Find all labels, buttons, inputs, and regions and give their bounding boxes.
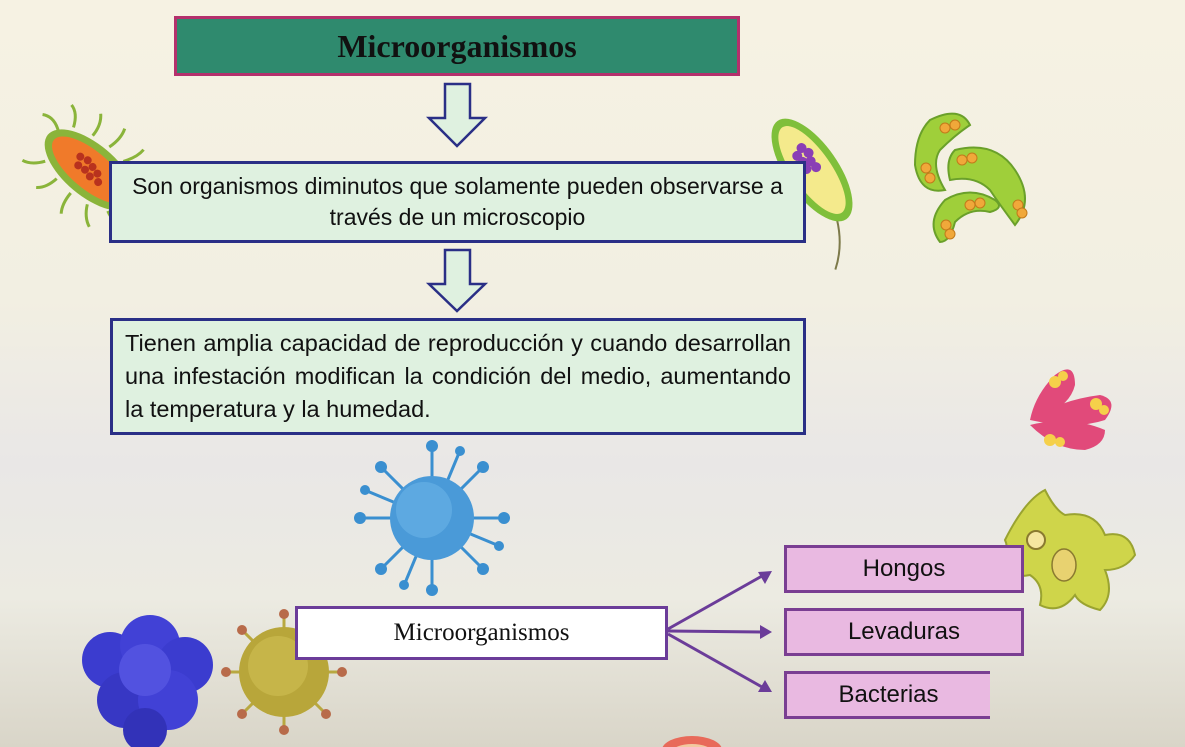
- bacterium-green-icon: [771, 118, 853, 270]
- down-arrow-icon: [425, 82, 489, 148]
- down-arrow-icon: [425, 248, 489, 313]
- category-label: Levaduras: [847, 618, 961, 645]
- definition-box: Son organismos diminutos que solamente p…: [109, 161, 806, 243]
- cocci-cluster-icon: [82, 615, 213, 747]
- category-levaduras: Levaduras: [784, 608, 1024, 656]
- pink-cells-icon: [1030, 369, 1112, 450]
- description-text: Tienen amplia capacidad de reproducción …: [125, 330, 791, 422]
- category-label: Bacterias: [838, 681, 939, 708]
- green-cells-icon: [913, 112, 1028, 244]
- classification-root-box: Microorganismos: [295, 606, 668, 660]
- amoeba-icon: [998, 488, 1137, 612]
- title-box: Microorganismos: [174, 16, 740, 76]
- category-bacterias: Bacterias: [784, 671, 990, 719]
- page-title: Microorganismos: [337, 27, 577, 64]
- virus-blue-icon: [354, 440, 510, 596]
- connector-arrows: [667, 571, 772, 692]
- classification-root-label: Microorganismos: [393, 619, 570, 646]
- definition-text: Son organismos diminutos que solamente p…: [132, 173, 783, 230]
- category-label: Hongos: [862, 555, 946, 582]
- description-box: Tienen amplia capacidad de reproducción …: [110, 318, 806, 435]
- cell-partial-icon: [662, 736, 722, 747]
- category-hongos: Hongos: [784, 545, 1024, 593]
